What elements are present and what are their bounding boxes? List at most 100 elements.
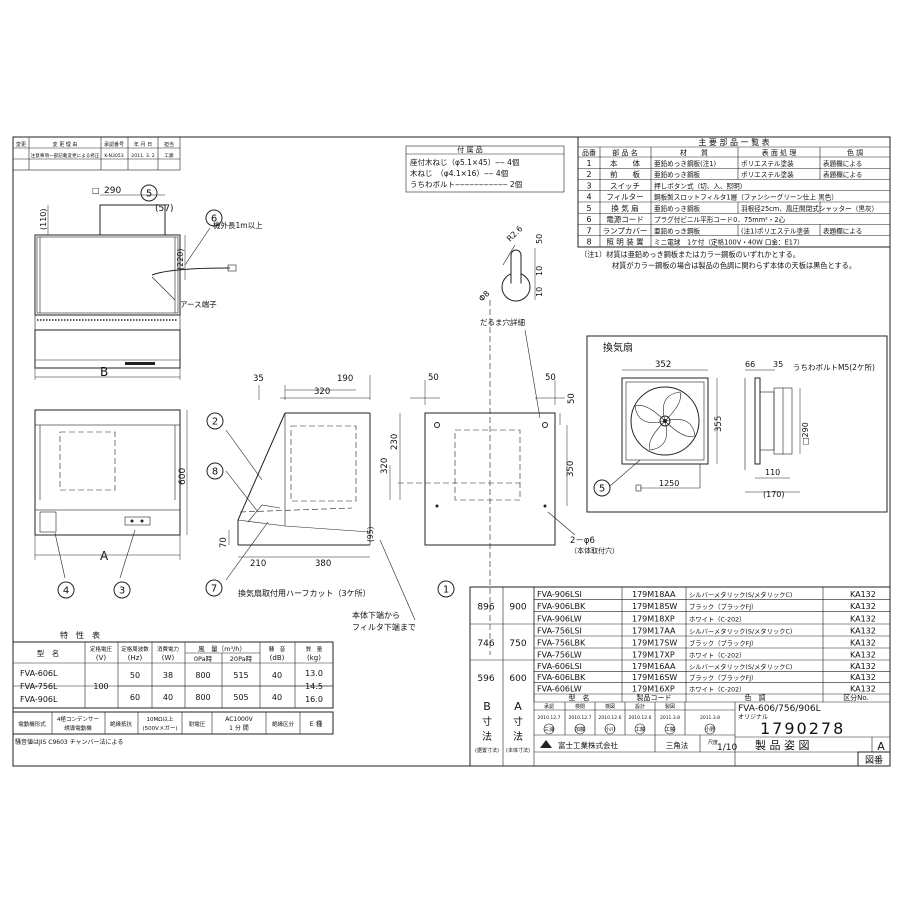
dim-50-back-c: 50 (567, 393, 577, 404)
motor-cell: 耐電圧 (189, 720, 206, 728)
parts-no: 4 (586, 193, 591, 202)
tb-color: シルバーメタリック(S/メタリックC) (689, 662, 792, 671)
tb-model: FVA-606/756/906L (738, 704, 821, 714)
side-view: A 600 (34, 409, 188, 579)
spec-h5a: 騒 音 (269, 645, 286, 653)
parts-name: 照 明 装 置 (606, 237, 644, 247)
rev-h3: 年 月 日 (134, 141, 152, 148)
spec-voltage: 100 (93, 682, 108, 691)
dim-66: 66 (745, 360, 755, 369)
spec-title: 特 性 表 (60, 630, 100, 640)
dim-290: 290 (104, 186, 121, 196)
tb-B-value: 896 (477, 603, 494, 613)
plan-view: 35 320 190 230 320 70 210 380 (95) 換気扇取付… (219, 374, 416, 632)
motor-cell-1b: 誘導電動機 (64, 724, 92, 732)
motor-cell: 絶縁区分 (272, 720, 295, 728)
tb-name: 三浦 (544, 726, 554, 733)
accessory-item: うちわボルト‒‒‒‒‒‒‒‒‒‒‒ 2個 (410, 179, 522, 189)
tb-company: 富士工業株式会社 (558, 740, 618, 750)
parts-name: フィルター (606, 193, 643, 202)
spec-h4: 風 量（m³/h） (198, 645, 246, 653)
balloon (206, 462, 224, 480)
dim-350: 350 (566, 461, 576, 477)
tb-color: ブラック（ブラックFJ） (689, 673, 757, 682)
parts-name: 前 板 (610, 169, 640, 179)
keyhole-detail: R2.6 50 10 10 Φ8 だるま穴詳細 (477, 224, 544, 419)
cord-label: 機外長1m以上 (213, 220, 263, 230)
tb-name: 工藤 (665, 726, 675, 733)
parts-name: 本 体 (610, 158, 640, 168)
balloon-number: 3 (119, 586, 125, 597)
dim-110-fan: 110 (765, 468, 780, 477)
parts-material: 鋼板製スロットフィルタ1層（ファンシーグリーン仕上 黒色） (654, 193, 838, 202)
tb-B-value: 746 (477, 639, 494, 649)
tb-col-h1: 製品コード (637, 693, 672, 702)
tb-product-code: 179M17XP (632, 651, 675, 660)
square-mark: □ (92, 186, 100, 195)
parts-title: 主 要 部 品 一 覧 表 (698, 137, 769, 147)
parts-no: 6 (586, 215, 591, 224)
sheet-frame (12, 136, 891, 767)
rev-h0: 変更 (16, 141, 26, 148)
spec-cell: 505 (233, 693, 248, 702)
filter-label-2: フィルタ下端まで (352, 622, 416, 632)
bolt-label: うちわボルトM5(2ケ所) (793, 362, 875, 372)
dim-A-label: A (100, 549, 109, 563)
tb-product-code: 179M16AA (632, 662, 676, 671)
tb-B-label-3: 法 (482, 730, 492, 743)
parts-finish: ポリエステル塗装 (741, 170, 794, 179)
knockout-label: だるま穴詳細 (480, 317, 525, 327)
dim-290-fan: □290 (801, 422, 810, 445)
balloon (57, 581, 75, 599)
balloon-number: 6 (211, 214, 217, 225)
tb-col-h0: 型 名 (569, 693, 590, 702)
dim-1250: 1250 (659, 479, 679, 488)
dim-320v: 320 (380, 458, 390, 474)
dim-190: 190 (337, 374, 353, 384)
parts-material: 押しボタン式（切、入、照明） (654, 181, 746, 190)
tb-role: 製図 (665, 703, 675, 710)
rev-r2: K-N3053 (104, 153, 123, 159)
tb-name: 小川 (605, 726, 615, 733)
parts-color: 表題欄による (823, 170, 862, 179)
spec-note: 騒音値はJIS C9603 チャンバー法による (15, 738, 123, 746)
parts-h3: 表 面 処 理 (762, 148, 797, 157)
tb-model-code: FVA-906LW (537, 615, 582, 624)
spec-cell: 60 (130, 693, 140, 702)
revision-table: 変更 変 更 理 由 承認番号 年 月 日 担当 注意事項一部記載変更による修正… (12, 136, 181, 171)
rev-r3: 2011. 3. 2 (131, 153, 154, 159)
filter-label-1: 本体下端から (352, 610, 400, 620)
tb-drawing-name: 製 品 姿 図 (755, 738, 810, 752)
tb-class: KA132 (850, 673, 876, 682)
parts-note1: （注1）材質は亜鉛めっき鋼板またはカラー鋼板のいずれかとする。 (580, 250, 800, 259)
spec-h3b: (W) (162, 654, 175, 662)
hole-label-2: （本体取付穴） (570, 546, 619, 555)
rev-h2: 承認番号 (104, 141, 124, 148)
parts-no: 7 (586, 226, 591, 235)
spec-sub0: 0Pa時 (194, 655, 213, 663)
tb-name: 小野 (705, 726, 715, 733)
parts-table: 主 要 部 品 一 覧 表 品番 部 品 名 材 質 表 面 処 理 色 調 1… (577, 136, 891, 248)
tb-date: 2010.12.6 (629, 715, 652, 721)
dim-phi8: Φ8 (477, 289, 491, 303)
tb-class: KA132 (850, 590, 876, 599)
spec-h3a: 消費電力 (157, 645, 179, 653)
spec-weight: 13.0 (305, 669, 323, 678)
dim-320: 320 (314, 387, 330, 397)
tb-model-code: FVA-906LBK (537, 602, 586, 611)
tb-product-code: 179M18AA (632, 590, 676, 599)
tb-A-value: 750 (509, 639, 526, 649)
spec-h5b: (dB) (270, 654, 285, 662)
spec-h6a: 質 量 (306, 645, 323, 653)
tb-date: 2010.12.7 (569, 715, 592, 721)
spec-cell: 800 (195, 693, 210, 702)
dim-35-fan: 35 (773, 360, 783, 369)
dim-10-keyhole-2: 10 (535, 287, 544, 297)
balloon (205, 579, 223, 597)
tb-model-code: FVA-906LSI (537, 590, 582, 599)
tb-col-h3: 区分No. (843, 693, 869, 702)
parts-finish: 羽根径25cm、風圧開閉式シャッター（黒灰） (741, 204, 878, 213)
balloon (140, 184, 158, 202)
balloon (113, 581, 131, 599)
